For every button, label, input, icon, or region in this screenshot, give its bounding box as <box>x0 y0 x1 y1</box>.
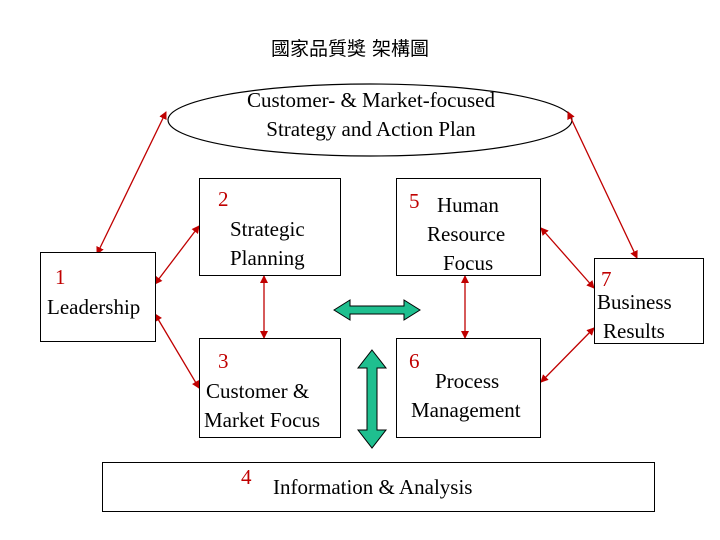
information-analysis-label: Information & Analysis <box>273 475 473 499</box>
link-strategy-results <box>567 111 638 259</box>
leadership-box: 1 Leadership <box>40 252 156 342</box>
link-leadership-planning <box>154 225 200 285</box>
strategic-planning-number: 2 <box>218 187 229 211</box>
customer-market-focus-line-1: Customer & <box>206 379 310 403</box>
link-leadership-strategy <box>96 111 167 255</box>
vertical-double-arrow <box>356 349 388 449</box>
human-resource-focus-line-3: Focus <box>443 251 494 275</box>
business-results-line-1: Business <box>597 290 672 314</box>
human-resource-focus-line-1: Human <box>437 193 499 217</box>
process-management-number: 6 <box>409 349 420 373</box>
horizontal-double-arrow <box>333 299 421 321</box>
leadership-number: 1 <box>55 265 66 289</box>
process-management-line-1: Process <box>435 369 500 393</box>
diagram-title: 國家品質獎 架構圖 <box>270 38 430 60</box>
human-resource-focus-number: 5 <box>409 189 420 213</box>
process-management-line-2: Management <box>411 398 521 422</box>
process-management-box: 6 Process Management <box>396 338 541 438</box>
strategy-label: Customer- & Market-focused Strategy and … <box>166 86 576 156</box>
strategic-planning-line-1: Strategic <box>230 217 305 241</box>
human-resource-focus-box: 5 Human Resource Focus <box>396 178 541 276</box>
strategic-planning-box: 2 Strategic Planning <box>199 178 341 276</box>
leadership-label: Leadership <box>47 295 141 319</box>
customer-market-focus-line-2: Market Focus <box>204 408 321 432</box>
strategic-planning-line-2: Planning <box>230 246 305 270</box>
link-process-results <box>540 327 595 383</box>
strategy-line-1: Customer- & Market-focused <box>246 88 495 112</box>
customer-market-focus-box: 3 Customer & Market Focus <box>199 338 341 438</box>
information-analysis-box: 4 Information & Analysis <box>102 462 655 512</box>
customer-market-focus-number: 3 <box>218 349 229 373</box>
human-resource-focus-line-2: Resource <box>427 222 506 246</box>
strategy-line-2: Strategy and Action Plan <box>266 117 476 141</box>
link-leadership-customer <box>154 313 200 389</box>
information-analysis-number: 4 <box>241 465 252 489</box>
business-results-number: 7 <box>601 267 612 291</box>
business-results-box: 7 Business Results <box>594 258 704 344</box>
business-results-line-2: Results <box>603 319 665 343</box>
link-hr-results <box>540 227 595 289</box>
